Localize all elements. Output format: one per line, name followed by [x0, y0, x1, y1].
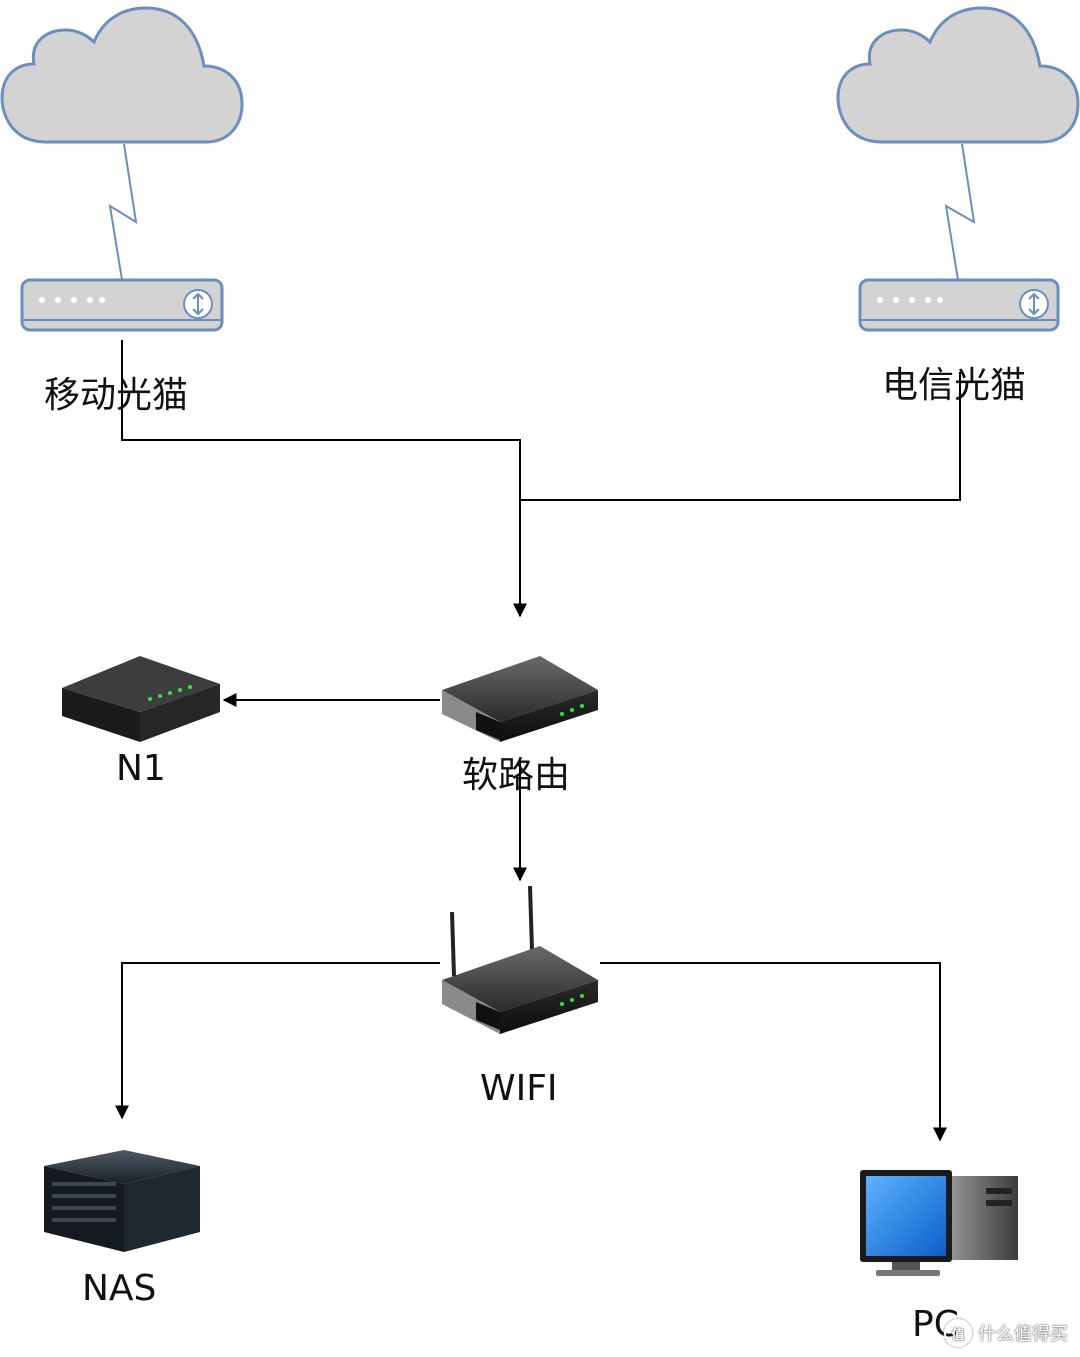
label-modem-mobile: 移动光猫 — [44, 375, 189, 416]
watermark-logo-icon: 值 — [944, 1319, 972, 1347]
watermark: 值 什么值得买 — [944, 1319, 1068, 1347]
label-n1: N1 — [116, 748, 166, 789]
pc-icon — [860, 1170, 1018, 1276]
wifi-router-icon — [442, 885, 598, 1034]
lightning-link-telecom — [944, 143, 976, 281]
label-modem-telecom: 电信光猫 — [882, 365, 1027, 406]
modem-icon-mobile — [20, 278, 224, 332]
edge-wifi-to-pc — [600, 962, 947, 1142]
label-nas: NAS — [82, 1268, 157, 1309]
watermark-text: 什么值得买 — [978, 1324, 1068, 1345]
edge-wifi-to-nas — [115, 962, 440, 1120]
soft-router-icon — [442, 656, 598, 742]
edge-telecom-to-router — [520, 372, 961, 501]
n1-device-icon — [62, 656, 220, 742]
cloud-icon-mobile — [0, 6, 244, 144]
lightning-link-mobile — [108, 143, 138, 281]
modem-icon-telecom — [858, 278, 1060, 332]
label-soft-router: 软路由 — [462, 755, 571, 796]
nas-server-icon — [44, 1150, 200, 1252]
label-wifi: WIFI — [480, 1068, 558, 1109]
edge-mobile-to-router — [121, 340, 527, 618]
cloud-icon-telecom — [836, 6, 1080, 144]
